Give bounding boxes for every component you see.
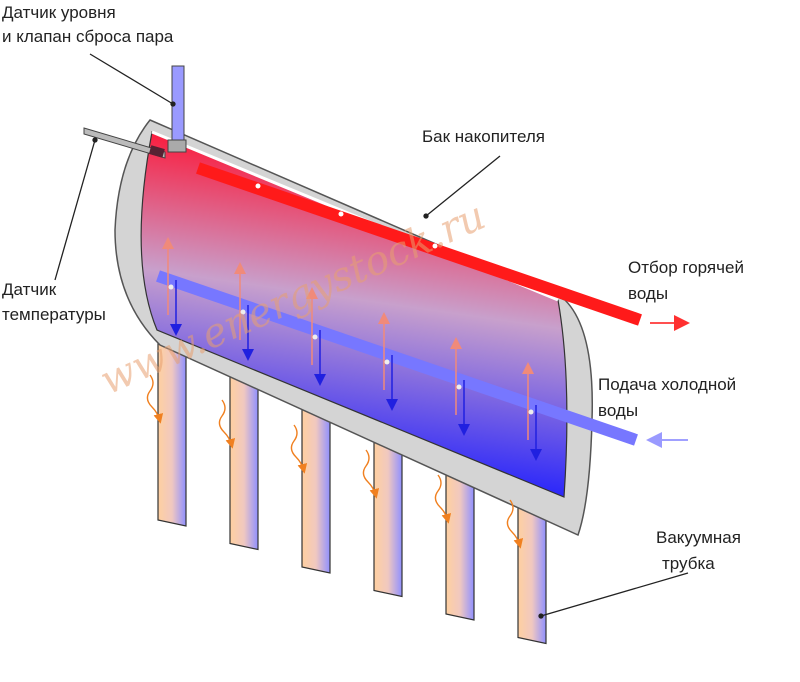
heat-arrow <box>146 374 164 424</box>
pipe-hole <box>312 334 318 340</box>
label-level-sensor-1: Датчик уровня <box>2 3 116 22</box>
pipe-hole <box>240 309 246 315</box>
pipe-hole <box>255 183 261 189</box>
cold-water-pipe <box>156 270 638 446</box>
pipe-hole <box>432 243 438 249</box>
pipe-hole <box>338 211 344 217</box>
temp-sensor-rod <box>83 127 166 159</box>
level-sensor-pipe <box>171 65 185 151</box>
pipe-hole <box>528 409 534 415</box>
pipe-hole <box>168 284 174 290</box>
label-hot-out-2: воды <box>628 284 668 303</box>
tank-water <box>140 131 568 498</box>
leader-lines <box>54 53 689 619</box>
label-temp-sensor-2: температуры <box>2 305 106 324</box>
heat-arrow <box>362 449 380 499</box>
label-vacuum-tube-1: Вакуумная <box>656 528 741 547</box>
label-temp-sensor-1: Датчик <box>2 280 57 299</box>
flow-arrows <box>146 237 542 549</box>
label-vacuum-tube-2: трубка <box>662 554 715 573</box>
heat-arrow <box>290 424 308 474</box>
temp-sensor-tip <box>148 145 165 158</box>
label-hot-out-1: Отбор горячей <box>628 258 744 277</box>
label-cold-in-1: Подача холодной <box>598 375 736 394</box>
heat-arrow <box>218 399 236 449</box>
pipe-hole <box>384 359 390 365</box>
heat-arrow <box>506 499 524 549</box>
level-sensor-base <box>167 139 187 153</box>
label-cold-in-2: воды <box>598 401 638 420</box>
hot-water-pipe <box>196 162 642 326</box>
label-tank: Бак накопителя <box>422 127 545 146</box>
heat-arrow <box>434 474 452 524</box>
label-level-sensor-2: и клапан сброса пара <box>2 27 174 46</box>
pipe-hole <box>456 384 462 390</box>
